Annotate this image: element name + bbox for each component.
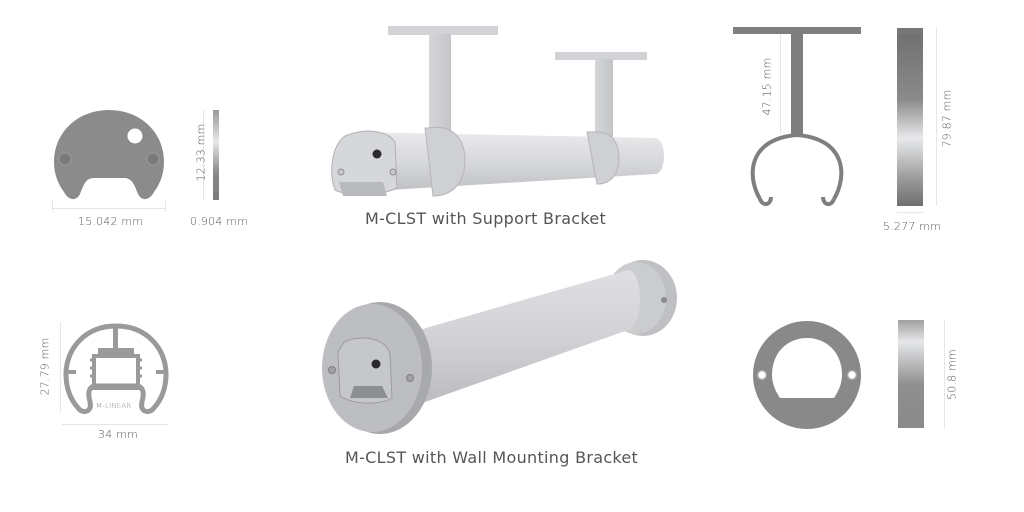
end-cap-width-dim-line — [52, 208, 166, 209]
end-cap-width-label: 15.042 mm — [78, 215, 144, 228]
end-cap-height-label: 12.33 mm — [194, 123, 208, 182]
bracket-thickness-label: 5.277 mm — [883, 220, 942, 233]
wall-plate-height-label: 50.8 mm — [945, 349, 959, 400]
m-linear-profile-icon — [63, 323, 169, 415]
wall-plate-front-icon — [753, 321, 861, 429]
wall-plate-side-icon — [898, 320, 924, 428]
profile-width-label: 34 mm — [98, 428, 138, 441]
bracket-total-height-label: 79.87 mm — [940, 89, 954, 148]
profile-height-label: 27.79 mm — [38, 337, 52, 396]
support-bracket-render-icon — [331, 26, 664, 197]
support-bracket-caption: M-CLST with Support Bracket — [365, 209, 607, 228]
end-cap-thickness-label: 0.904 mm — [190, 215, 249, 228]
bracket-stem-height-label: 47.15 mm — [760, 57, 774, 116]
profile-inner-label: M-LINEAR — [96, 402, 132, 410]
support-bracket-profile-icon — [733, 27, 861, 206]
support-bracket-side-icon — [897, 28, 923, 206]
wall-bracket-render-icon — [322, 260, 677, 434]
end-cap-side-icon — [213, 110, 219, 200]
wall-bracket-caption: M-CLST with Wall Mounting Bracket — [345, 448, 639, 467]
end-cap-front-icon — [54, 110, 164, 200]
